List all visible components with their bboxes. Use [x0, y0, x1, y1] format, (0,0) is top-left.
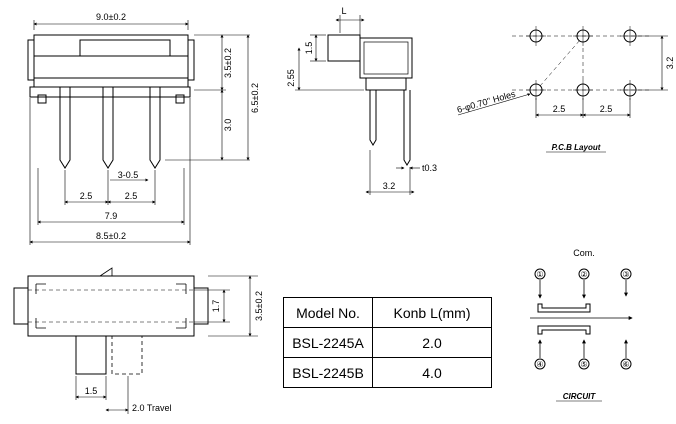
model-cell: BSL-2245A: [283, 327, 373, 358]
circuit-common-label: Com.: [573, 248, 595, 258]
circuit-pin-3: ③: [622, 270, 629, 279]
dim-pitch-2-label: 2.5: [125, 191, 138, 201]
circuit-diagram: [530, 268, 633, 402]
dim-upper-height-label: 3.5±0.2: [223, 48, 233, 78]
table-row: BSL-2245A 2.0: [283, 327, 492, 358]
dim-pin-offset-label: 3-0.5: [118, 170, 139, 180]
knob-length-cell: 2.0: [372, 327, 492, 358]
pcb-pitch-2-label: 2.5: [600, 104, 613, 114]
circuit-title: CIRCUIT: [563, 392, 597, 401]
pcb-holes-note: 6-φ0.70'' Holes: [456, 89, 517, 115]
dim-side-height-label: 2.55: [286, 69, 296, 87]
dim-body-width-label: 8.5±0.2: [96, 231, 126, 241]
model-table: Model No. Konb L(mm) BSL-2245A 2.0 BSL-2…: [283, 297, 492, 388]
pcb-layout-title: P.C.B Layout: [552, 143, 601, 152]
dim-knob-width-label: 1.5: [85, 386, 98, 396]
circuit-pin-5: ⑤: [580, 360, 587, 369]
dim-bottom-height-label: 3.5±0.2: [254, 291, 264, 321]
model-table-header: Model No. Konb L(mm): [283, 297, 492, 328]
model-header-cell: Model No.: [283, 297, 373, 328]
dim-thickness-label: t0.3: [422, 163, 437, 173]
dim-pitch-1-label: 2.5: [80, 191, 93, 201]
circuit-pin-6: ⑥: [622, 360, 629, 369]
model-cell: BSL-2245B: [283, 357, 373, 388]
dim-knob-label: L: [341, 6, 346, 16]
circuit-pin-2: ②: [580, 270, 587, 279]
front-view: [27, 20, 250, 245]
bottom-view: [13, 267, 258, 414]
circuit-pin-4: ④: [536, 360, 543, 369]
pcb-layout: [457, 26, 668, 153]
dim-knob-height-label: 1.5: [304, 42, 314, 55]
dim-pin-span-label: 7.9: [105, 211, 118, 221]
dim-travel-label: 2.0 Travel: [132, 403, 172, 413]
circuit-pin-1: ①: [536, 270, 543, 279]
dim-pin-length-label: 3.0: [223, 119, 233, 132]
knob-length-cell: 4.0: [372, 357, 492, 388]
knob-header-cell: Konb L(mm): [372, 297, 492, 328]
pcb-pitch-1-label: 2.5: [553, 104, 566, 114]
dim-slot-label: 1.7: [211, 300, 221, 313]
side-view: [295, 15, 420, 195]
table-row: BSL-2245B 4.0: [283, 357, 492, 388]
dim-width-label: 9.0±0.2: [96, 12, 126, 22]
dim-total-height-label: 6.5±0.2: [250, 83, 260, 113]
pcb-row-spacing-label: 3.2: [665, 57, 675, 70]
dim-depth-label: 3.2: [383, 181, 396, 191]
